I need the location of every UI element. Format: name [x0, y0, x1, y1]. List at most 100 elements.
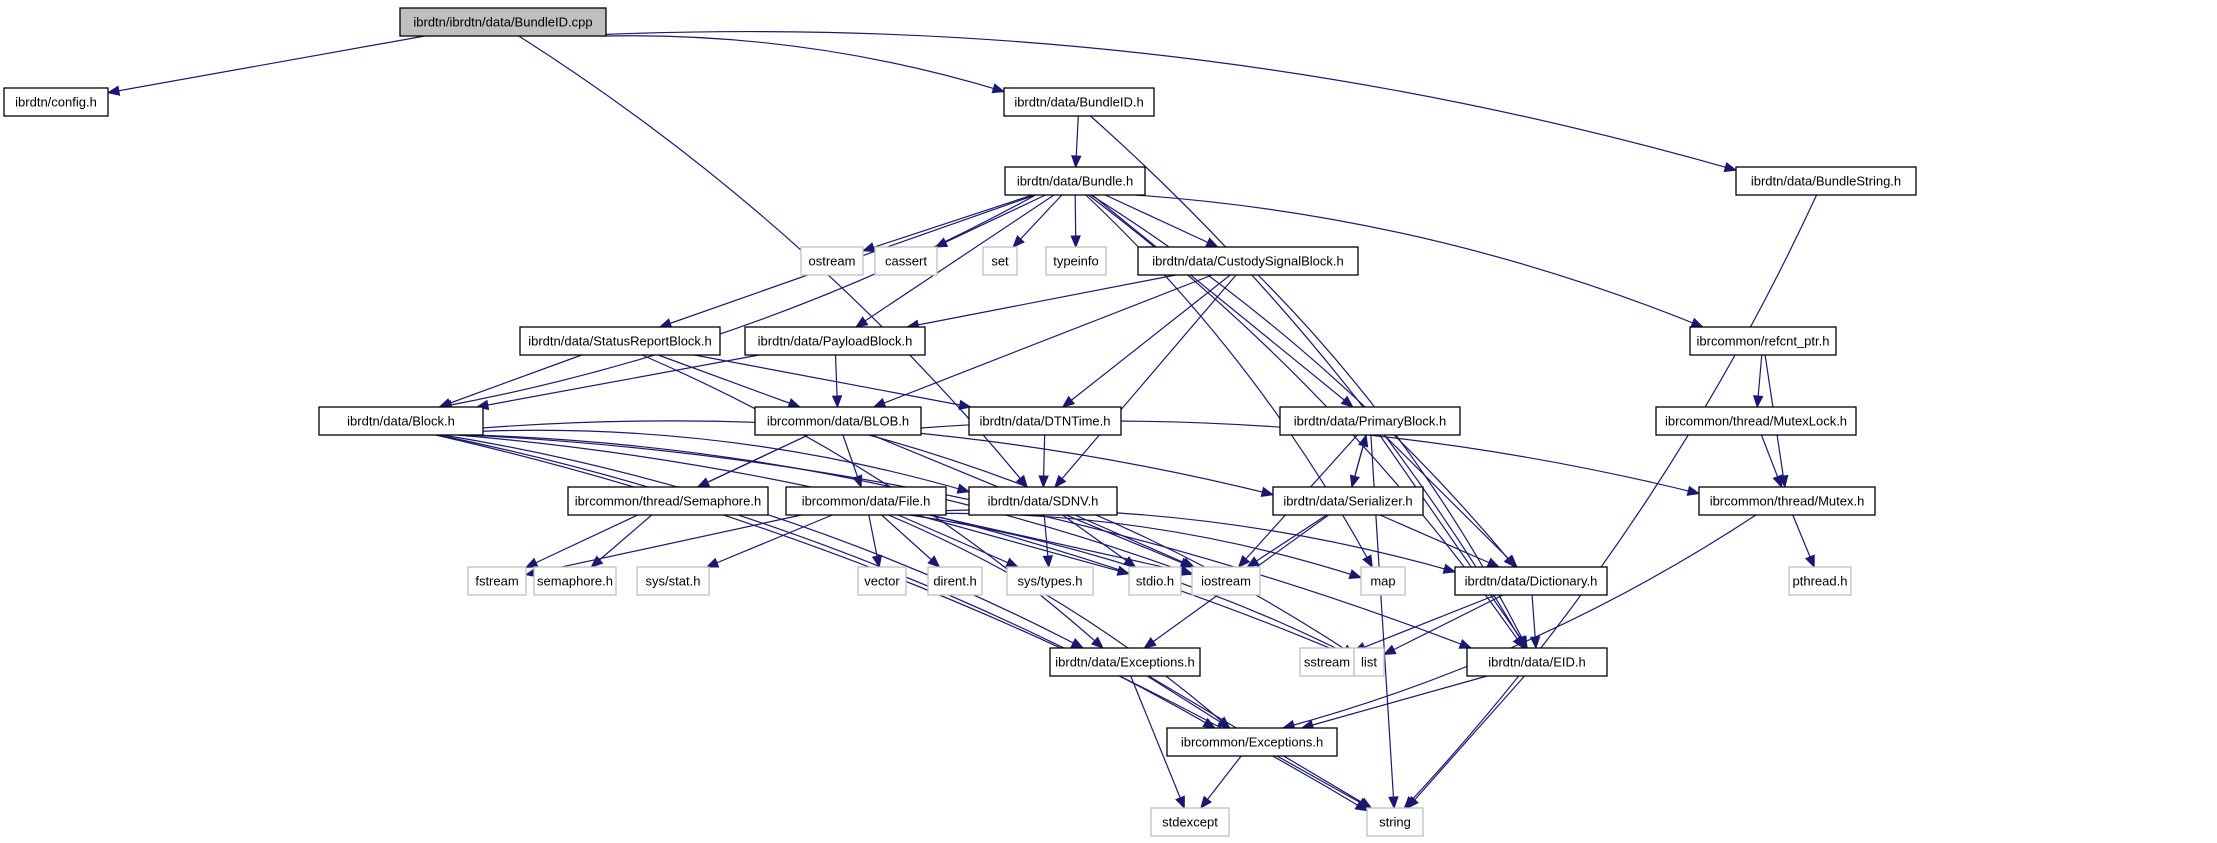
edge-line	[107, 35, 425, 94]
edge-line	[1379, 514, 1500, 568]
arrowhead-icon	[1237, 554, 1251, 568]
node-box	[1150, 807, 1230, 837]
arrowhead-icon	[1200, 795, 1213, 810]
arrowhead-icon	[1382, 644, 1397, 656]
node-dictionary[interactable]: ibrdtn/data/Dictionary.h	[1454, 566, 1608, 596]
node-label: ibrdtn/data/BundleString.h	[1751, 174, 1901, 189]
arrowhead-icon	[1772, 474, 1783, 489]
node-box	[1788, 566, 1852, 596]
node-box	[519, 326, 721, 356]
edge-line	[482, 429, 970, 493]
node-box	[533, 566, 617, 596]
arrowhead-icon	[1116, 565, 1131, 576]
edge-bundle-to-block	[439, 194, 1036, 411]
node-payload[interactable]: ibrdtn/data/PayloadBlock.h	[744, 326, 926, 356]
node-label: ibrdtn/ibrdtn/data/BundleID.cpp	[413, 15, 592, 30]
node-box	[1272, 486, 1424, 516]
edge-line	[1074, 514, 1195, 568]
arrowhead-icon	[958, 399, 972, 411]
edge-line	[1383, 594, 1504, 656]
edge-block-to-eid	[466, 434, 1473, 649]
edge-bundle-to-payload	[854, 194, 1055, 328]
arrowhead-icon	[1388, 796, 1399, 810]
node-label: list	[1361, 655, 1377, 670]
arrowhead-icon	[1686, 485, 1701, 496]
node-mutexlock[interactable]: ibrcommon/thread/MutexLock.h	[1655, 406, 1857, 436]
arrowhead-icon	[1143, 637, 1157, 649]
node-ibrexceptions[interactable]: ibrcommon/Exceptions.h	[1166, 727, 1338, 757]
edge-eid-to-string	[1406, 675, 1526, 809]
node-block[interactable]: ibrdtn/data/Block.h	[318, 406, 484, 436]
node-semaphore[interactable]: ibrcommon/thread/Semaphore.h	[567, 486, 769, 516]
node-label: ibrdtn/data/BundleID.h	[1014, 95, 1143, 110]
edge-statusreport-to-blob	[657, 354, 802, 408]
arrowhead-icon	[1486, 557, 1501, 568]
node-box	[467, 566, 527, 596]
edge-line	[855, 194, 1055, 328]
node-config[interactable]: ibrdtn/config.h	[3, 87, 109, 117]
node-bundle[interactable]: ibrdtn/data/Bundle.h	[1004, 166, 1146, 196]
node-statusreport[interactable]: ibrdtn/data/StatusReportBlock.h	[519, 326, 721, 356]
arrowhead-icon	[854, 316, 869, 328]
node-box	[1137, 246, 1359, 276]
node-label: ostream	[809, 254, 856, 269]
node-label: ibrdtn/config.h	[15, 95, 97, 110]
node-exceptions[interactable]: ibrdtn/data/Exceptions.h	[1049, 647, 1201, 677]
arrowhead-icon	[1362, 554, 1373, 569]
arrowhead-icon	[1516, 635, 1529, 650]
node-box	[1353, 647, 1385, 677]
node-eid[interactable]: ibrdtn/data/EID.h	[1466, 647, 1608, 677]
nodes-layer: ibrdtn/ibrdtn/data/BundleID.cpp ibrdtn/co…	[3, 7, 1917, 837]
node-box	[968, 406, 1122, 436]
node-box	[1166, 727, 1338, 757]
arrowhead-icon	[1175, 795, 1185, 810]
arrowhead-icon	[1054, 474, 1067, 489]
node-label: ibrdtn/data/SDNV.h	[988, 494, 1099, 509]
edge-dtntime-to-sdnv	[1038, 434, 1049, 489]
node-blob[interactable]: ibrcommon/data/BLOB.h	[754, 406, 922, 436]
node-cassert: cassert	[874, 246, 938, 276]
node-mutex[interactable]: ibrcommon/thread/Mutex.h	[1698, 486, 1876, 516]
node-bundlestring[interactable]: ibrdtn/data/BundleString.h	[1735, 166, 1917, 196]
node-box	[399, 7, 607, 37]
edge-block-to-list	[457, 434, 1356, 659]
edge-blob-to-file	[842, 434, 863, 489]
node-stdexcept: stdexcept	[1150, 807, 1230, 837]
node-label: ibrdtn/data/Block.h	[347, 414, 455, 429]
arrowhead-icon	[927, 555, 941, 568]
edge-line	[1105, 194, 1218, 248]
arrowhead-icon	[1205, 237, 1219, 248]
node-sdnv[interactable]: ibrdtn/data/SDNV.h	[968, 486, 1118, 516]
edge-file-to-iostream	[928, 514, 1194, 577]
edge-bundleid-to-bundle	[1071, 115, 1082, 169]
arrowhead-icon	[871, 554, 883, 569]
edge-file-to-sysstat	[705, 514, 833, 568]
arrowhead-icon	[1458, 638, 1473, 649]
node-serializer[interactable]: ibrdtn/data/Serializer.h	[1272, 486, 1424, 516]
arrowhead-icon	[1442, 563, 1457, 574]
node-bundleid[interactable]: ibrdtn/data/BundleID.h	[1003, 87, 1155, 117]
edge-sdnv-to-iostream	[1074, 514, 1196, 568]
node-box	[1454, 566, 1608, 596]
edge-line	[1379, 434, 1528, 649]
edge-primary-to-dictionary	[1383, 434, 1518, 568]
node-box	[927, 566, 983, 596]
arrowhead-icon	[1071, 155, 1082, 169]
edge-custody-to-sdnv	[1054, 274, 1237, 489]
edge-line	[1383, 434, 1518, 568]
edge-line	[605, 30, 1737, 171]
node-dtntime[interactable]: ibrdtn/data/DTNTime.h	[968, 406, 1122, 436]
edge-sdnv-to-stdio	[1062, 514, 1137, 568]
node-primary[interactable]: ibrdtn/data/PrimaryBlock.h	[1279, 406, 1461, 436]
edge-line	[440, 194, 1036, 408]
node-root[interactable]: ibrdtn/ibrdtn/data/BundleID.cpp	[399, 7, 607, 37]
node-refcnt[interactable]: ibrcommon/refcnt_ptr.h	[1689, 326, 1837, 356]
edge-dictionary-to-sstream	[1352, 594, 1496, 652]
edge-line	[518, 35, 1028, 488]
node-custody[interactable]: ibrdtn/data/CustodySignalBlock.h	[1137, 246, 1359, 276]
node-label: ibrcommon/thread/Mutex.h	[1710, 494, 1865, 509]
node-label: iostream	[1201, 574, 1251, 589]
node-file[interactable]: ibrcommon/data/File.h	[785, 486, 947, 516]
edge-eid-to-ibrexceptions	[1300, 675, 1488, 730]
arrowhead-icon	[1181, 557, 1196, 568]
